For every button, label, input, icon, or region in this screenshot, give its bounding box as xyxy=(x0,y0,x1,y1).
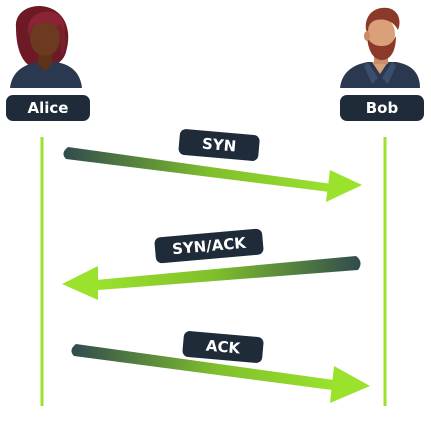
bob-avatar xyxy=(340,7,420,88)
syn-label: SYN xyxy=(201,135,237,156)
alice-name: Alice xyxy=(28,99,69,117)
ack-message-label: ACK xyxy=(182,331,264,363)
ack-label: ACK xyxy=(205,337,242,358)
syn-message-arrow xyxy=(63,147,362,202)
syn-message-label: SYN xyxy=(178,129,260,161)
ack-message-arrow xyxy=(71,344,370,403)
synack-message-label: SYN/ACK xyxy=(154,228,264,264)
bob-name-tag: Bob xyxy=(340,95,424,121)
alice-name-tag: Alice xyxy=(6,95,90,121)
bob-name: Bob xyxy=(366,99,399,117)
alice-avatar xyxy=(10,6,82,88)
synack-message-arrow xyxy=(62,256,361,300)
